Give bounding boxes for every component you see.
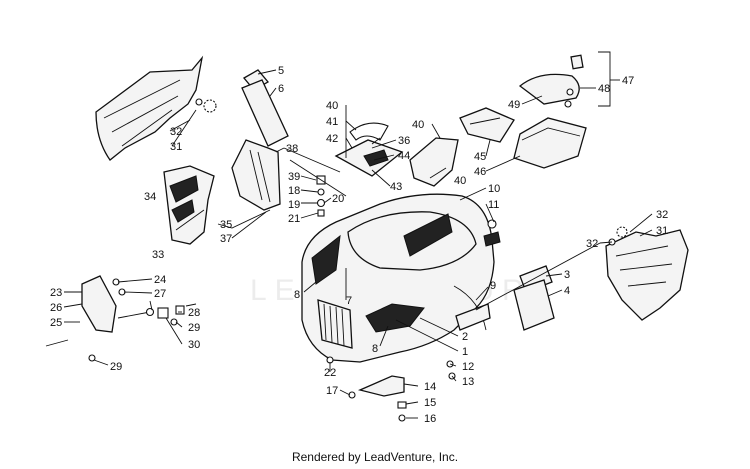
callout-40-mid: 40	[412, 119, 424, 131]
callout-4: 4	[564, 285, 570, 297]
left-side-panel	[95, 55, 204, 161]
callout-49: 49	[508, 99, 520, 111]
callout-43: 43	[390, 181, 402, 193]
callout-24: 24	[154, 274, 166, 286]
decal-6	[241, 79, 289, 147]
callout-29-upper: 29	[188, 322, 200, 334]
callout-8-bottom: 8	[372, 343, 378, 355]
callout-19: 19	[288, 199, 300, 211]
callout-9: 9	[490, 280, 496, 292]
headlight-assembly	[45, 275, 197, 362]
callout-26: 26	[50, 302, 62, 314]
callout-1: 1	[462, 346, 468, 358]
callout-31-left: 31	[170, 141, 182, 153]
callout-34: 34	[144, 191, 156, 203]
storage-box	[513, 117, 587, 169]
mount-bracket	[326, 356, 456, 422]
callout-21: 21	[288, 213, 300, 225]
callout-11: 11	[488, 199, 499, 211]
callout-33: 33	[152, 249, 164, 261]
right-side-panel	[605, 226, 689, 321]
callout-39: 39	[288, 171, 300, 183]
callout-16: 16	[424, 413, 436, 425]
callout-45: 45	[474, 151, 486, 163]
leader-lines	[63, 51, 653, 419]
right-decal-4	[513, 279, 555, 331]
callout-44: 44	[398, 150, 410, 162]
callout-28: 28	[188, 307, 200, 319]
callout-41: 41	[326, 116, 338, 128]
callout-30: 30	[188, 339, 200, 351]
center-bracket-assembly	[334, 122, 404, 177]
callout-13: 13	[462, 376, 474, 388]
callout-25: 25	[50, 317, 62, 329]
callout-35: 35	[220, 219, 232, 231]
callout-5: 5	[278, 65, 284, 77]
callout-20: 20	[332, 193, 344, 205]
callout-42: 42	[326, 133, 338, 145]
callout-10: 10	[488, 183, 500, 195]
callout-17: 17	[326, 385, 338, 397]
left-panel-fastener	[195, 98, 217, 113]
right-side-bracket	[409, 137, 459, 187]
callout-12: 12	[462, 361, 474, 373]
callout-36: 36	[398, 135, 410, 147]
inner-fender-panel	[231, 139, 281, 211]
left-shroud-decal	[163, 165, 215, 245]
callout-38: 38	[286, 143, 298, 155]
callout-22: 22	[324, 367, 336, 379]
callout-14: 14	[424, 381, 436, 393]
callout-48: 48	[598, 83, 610, 95]
callout-7: 7	[346, 295, 352, 307]
callout-3: 3	[564, 269, 570, 281]
render-credit: Rendered by LeadVenture, Inc.	[291, 450, 459, 464]
callout-15: 15	[424, 397, 436, 409]
callout-40-top: 40	[326, 100, 338, 112]
callout-47: 47	[622, 75, 634, 87]
callout-32-mid: 32	[586, 238, 598, 250]
callout-6: 6	[278, 83, 284, 95]
front-body-fastener	[483, 219, 501, 247]
callout-40-right: 40	[454, 175, 466, 187]
callout-27: 27	[154, 288, 166, 300]
callout-8-left: 8	[294, 289, 300, 301]
callout-32-right: 32	[656, 209, 668, 221]
callout-29-lower: 29	[110, 361, 122, 373]
callout-31-right: 31	[656, 225, 668, 237]
front-body-panel	[301, 193, 495, 363]
callout-46: 46	[474, 166, 486, 178]
callout-18: 18	[288, 185, 300, 197]
callout-labels: 5 6 32 31 38 39 18 20 19 21 34 35 37 33 …	[50, 65, 668, 425]
callout-23: 23	[50, 287, 62, 299]
callout-32-left: 32	[170, 126, 182, 138]
callout-37: 37	[220, 233, 232, 245]
callout-2: 2	[462, 331, 468, 343]
storage-lid-assembly	[518, 54, 584, 108]
storage-cover	[459, 107, 515, 143]
